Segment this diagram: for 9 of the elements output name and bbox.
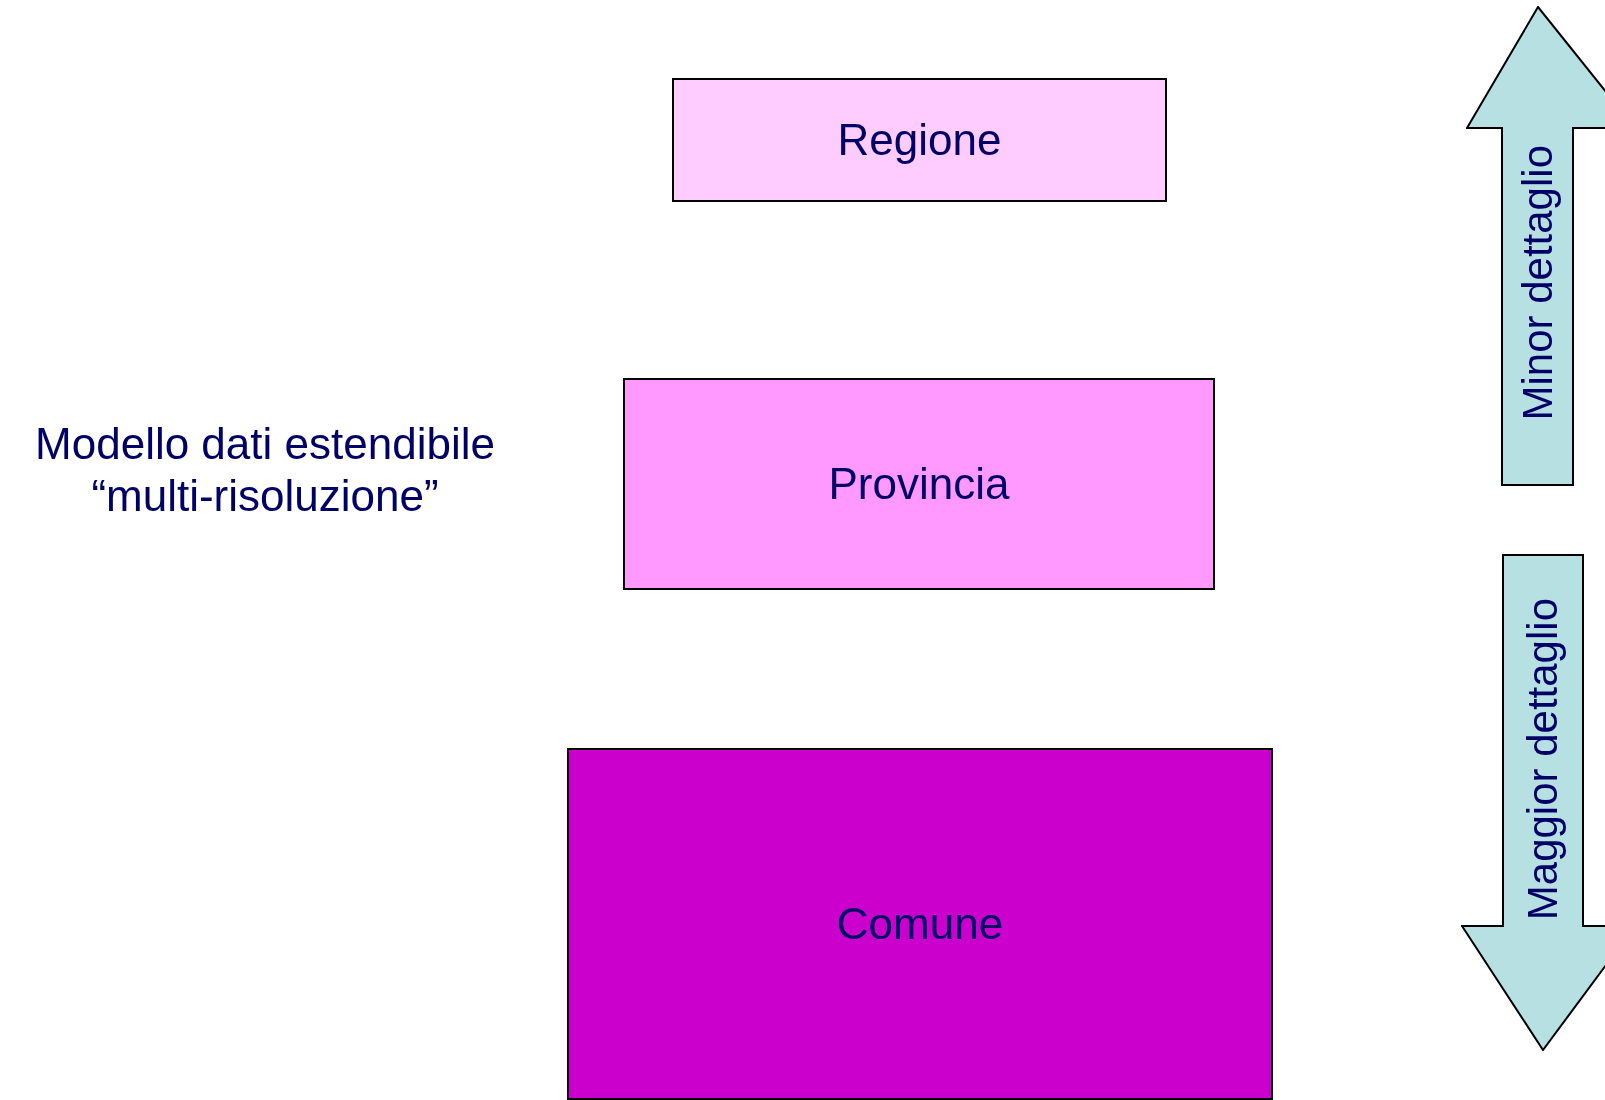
level-label: Regione [837,115,1002,165]
level-label: Provincia [828,459,1010,509]
level-label: Comune [836,899,1004,949]
level-box [567,748,1273,1100]
level-box [672,78,1167,202]
description-text: Modello dati estendibile “multi-risoluzione” [34,418,496,522]
arrow-label: Maggior dettaglio [1519,597,1567,921]
arrow-label: Minor dettaglio [1513,145,1562,421]
level-box [623,378,1215,590]
